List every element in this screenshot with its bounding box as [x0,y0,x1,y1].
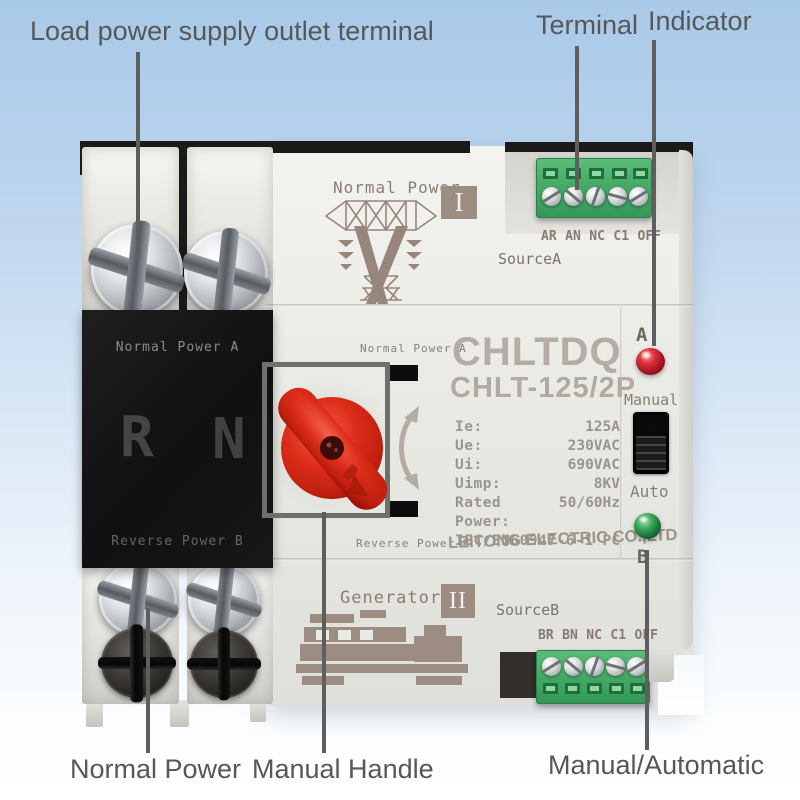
load-terminal-screw [180,227,272,319]
body-side-face [679,150,693,650]
auto-label: Auto [630,482,669,501]
mounting-prong [250,700,266,722]
pin-label: AR [541,229,557,244]
source-b-label: SourceB [496,601,560,619]
spec-row: Rated Power:50/60Hz [455,495,620,530]
spec-table: Ie:125A Ue:230VAC Ui:690VAC Uimp:8KV Rated P… [455,418,620,551]
phase-letter-r: R [120,405,154,470]
mounting-prong [86,700,103,727]
normal-power-label: Normal Power [333,178,461,197]
leader-line-normal-power [146,608,150,753]
control-terminal-block-top [536,158,652,218]
pin-label: C1 [610,628,627,643]
phase-label-panel: Normal Power A R N Reverse Power B [82,310,273,568]
pylon-icon [324,196,438,308]
housing-gap [179,147,187,333]
pin-label: OFF [637,229,661,244]
pin-label: C1 [613,229,630,244]
spec-row: Uimp:8KV [455,476,620,492]
section-ii-badge: II [441,584,475,618]
led-b-label: B [637,546,649,568]
din-clip [646,650,674,682]
normal-power-screw [95,556,181,642]
pin-labels-bottom: BRBNNCC1OFF [538,628,658,643]
indicator-led-b [634,513,661,539]
generator-label: Generator [340,588,442,608]
pin-label: NC [586,628,602,643]
panel-top-label: Normal Power A [115,340,240,355]
reverse-power-screw [187,627,261,701]
rotary-handle-icon [268,366,390,516]
normal-power-screw [184,560,264,640]
terminal-recess-bottom [500,652,542,698]
leader-line-terminal [575,46,579,190]
body-edge [620,307,623,558]
manual-auto-switch [633,412,669,474]
callout-indicator: Indicator [648,6,752,36]
leader-line-indicator [652,40,656,346]
phase-letter-n: N [212,407,246,472]
callout-terminal: Terminal [536,10,639,40]
pin-labels-top: AR AN NC C1 OFF [541,229,661,244]
indicator-led-a [636,348,665,375]
panel-bottom-label: Reverse Power B [111,534,244,549]
led-a-label: A [636,324,648,346]
pin-label: NC [589,229,605,244]
model-number: CHLT-125/2P [450,372,637,404]
rotation-arrow-icon [392,404,422,492]
handle-bottom-label: Reverse Power B [356,537,471,550]
pin-label: BN [562,628,578,643]
section-i-badge: I [441,186,477,219]
position-indicator-top [388,365,418,381]
callout-manual-automatic: Manual/Automatic [548,750,765,780]
spec-row: Ue:230VAC [455,438,620,454]
manual-label: Manual [624,391,679,409]
position-indicator-bottom [388,501,418,517]
pin-label: BR [538,628,554,643]
brand-name: CHLTDQ [452,330,622,374]
handle-top-label: Normal Power A [360,342,467,355]
mounting-prong [170,700,189,727]
body-edge [265,558,693,561]
callout-manual-handle: Manual Handle [252,754,434,784]
spec-row: Ie:125A [455,419,620,435]
switch-knob [636,436,666,470]
spec-row: Ui:690VAC [455,457,620,473]
pin-label: AN [565,229,581,244]
reverse-power-screw [98,624,176,702]
leader-line-manual-automatic [645,550,649,750]
callout-normal-power: Normal Power [70,754,242,784]
callout-load-terminal: Load power supply outlet terminal [30,16,434,46]
top-rail-strip [270,141,470,153]
control-terminal-block-bottom [536,650,650,704]
body-edge [265,304,693,307]
leader-line-load-terminal [136,52,140,256]
source-a-label: SourceA [498,250,562,268]
leader-line-manual-handle [322,512,326,753]
